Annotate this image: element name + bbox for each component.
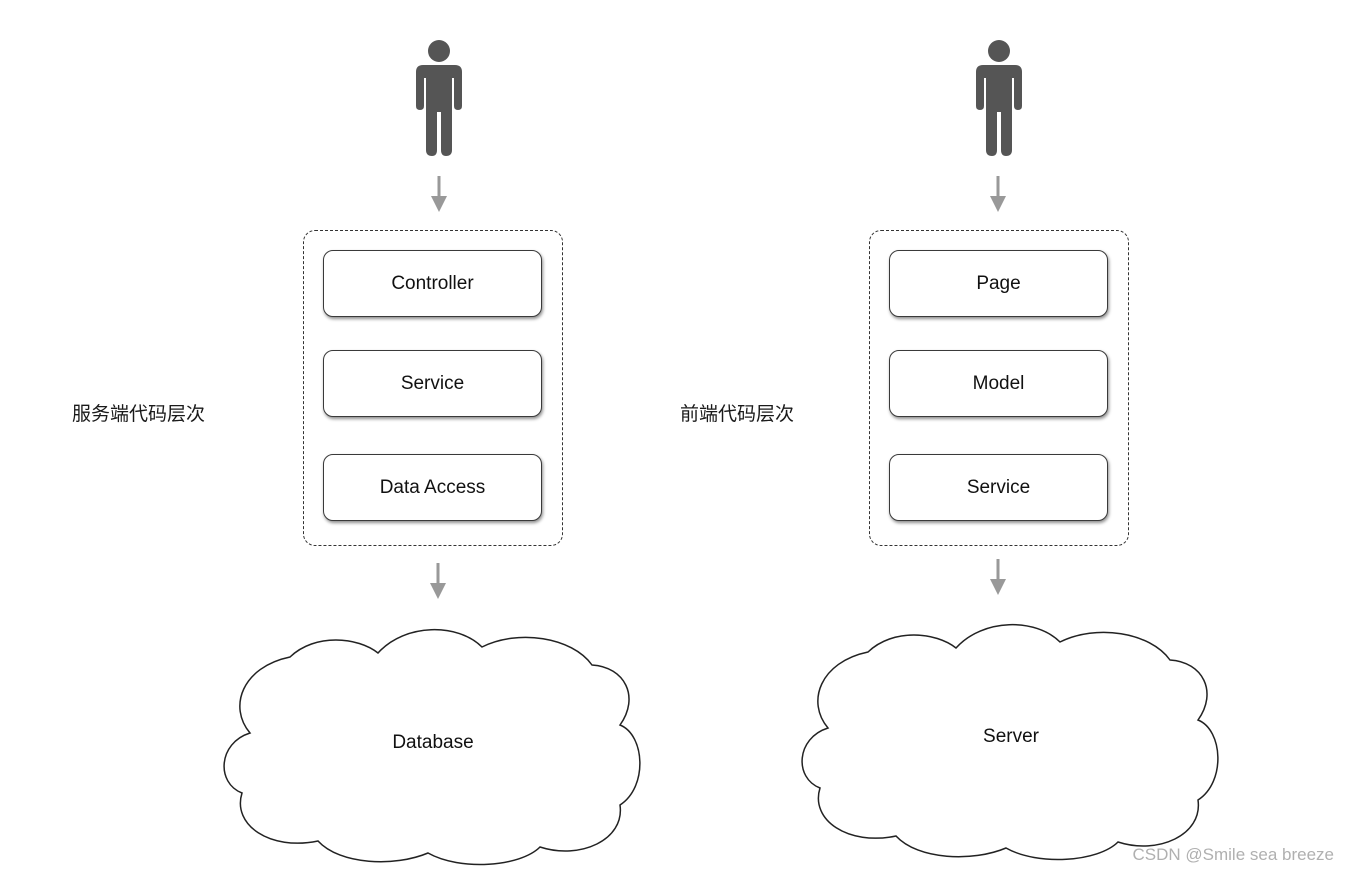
database-label: Database [392,732,474,753]
database-cloud-icon [223,629,641,866]
server-side-layers-label: 服务端代码层次 [72,403,206,425]
frontend-layers-label: 前端代码层次 [680,403,795,425]
user-icon [416,40,462,156]
server-cloud-icon [801,624,1219,861]
controller-layer: Controller [323,250,542,317]
data-access-layer: Data Access [323,454,542,521]
watermark: CSDN @Smile sea breeze [1132,845,1335,864]
page-layer: Page [889,250,1108,317]
service-layer: Service [323,350,542,417]
service-layer: Service [889,454,1108,521]
server-label: Server [983,726,1039,747]
arrow-down-icon [431,176,447,212]
model-layer: Model [889,350,1108,417]
server-layer-group [303,230,563,546]
arrow-down-icon [990,559,1006,595]
arrow-down-icon [430,563,446,599]
user-icon [976,40,1022,156]
frontend-layer-group [869,230,1129,546]
arrow-down-icon [990,176,1006,212]
